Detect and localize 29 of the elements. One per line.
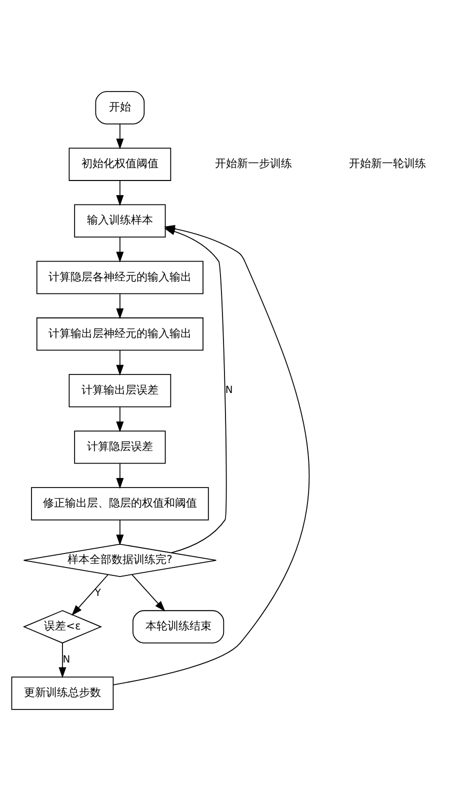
arrow bbox=[116, 123, 124, 149]
edge-label: N bbox=[225, 384, 233, 396]
arrow bbox=[116, 292, 124, 319]
arrow bbox=[113, 224, 310, 685]
node-box: 开始 bbox=[95, 90, 145, 124]
node-box: 本轮训练结束 bbox=[132, 610, 224, 643]
arrow bbox=[58, 642, 66, 678]
edge-label: Y bbox=[94, 588, 101, 599]
node-box: 更新训练总步数 bbox=[11, 676, 114, 710]
arrow bbox=[116, 519, 124, 545]
arrow bbox=[116, 236, 124, 262]
edge-label: N bbox=[62, 654, 70, 666]
label: 开始新一步训练 bbox=[215, 156, 292, 170]
node-diamond: 样本全部数据训练完? bbox=[23, 543, 217, 576]
label: 开始新一轮训练 bbox=[349, 156, 426, 170]
arrow bbox=[116, 180, 124, 206]
arrow bbox=[116, 462, 124, 488]
arrow bbox=[132, 574, 166, 611]
node-box: 计算输出层神经元的输入输出 bbox=[36, 316, 204, 350]
node-box: 输入训练样本 bbox=[74, 204, 166, 238]
node-box: 修正输出层、隐层的权值和阈值 bbox=[31, 486, 209, 520]
arrow bbox=[116, 406, 124, 432]
arrow bbox=[116, 350, 124, 376]
node-box: 计算输出层误差 bbox=[68, 374, 172, 407]
node-box: 初始化权值阈值 bbox=[68, 147, 172, 180]
arrow bbox=[72, 574, 108, 616]
node-box: 计算隐层误差 bbox=[74, 430, 166, 464]
node-box: 计算隐层各神经元的输入输出 bbox=[36, 260, 204, 294]
node-diamond: 误差<ε bbox=[22, 610, 102, 643]
